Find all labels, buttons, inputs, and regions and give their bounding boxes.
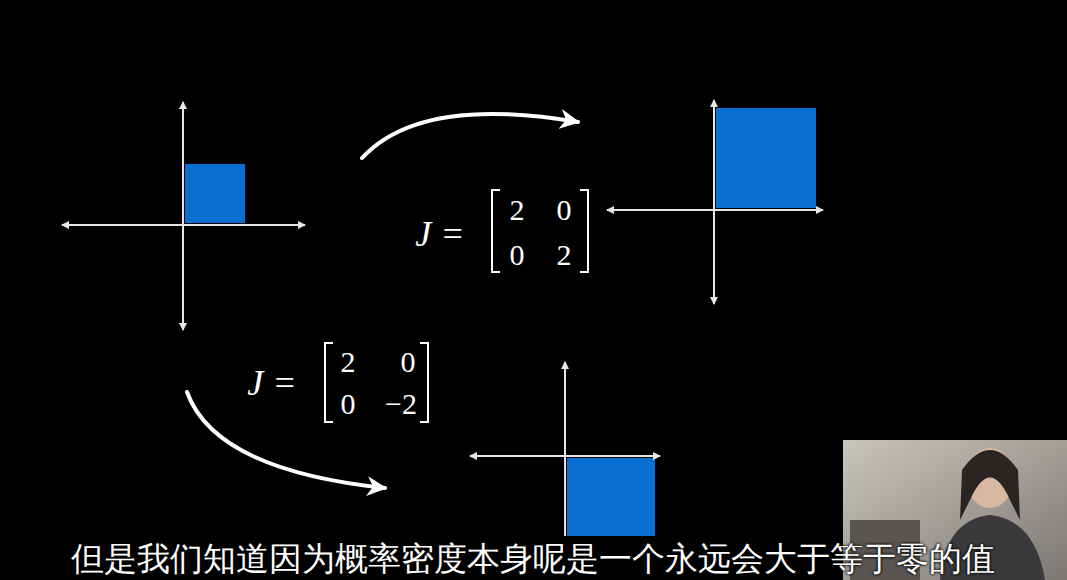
matrix-entry: −2	[385, 389, 417, 419]
axes-flipped	[470, 362, 660, 536]
subtitle: 但是我们知道因为概率密度本身呢是一个永远会大于等于零的值	[71, 540, 995, 578]
matrix-entry: 0	[510, 240, 525, 270]
matrix-entry: 0	[401, 347, 416, 377]
scaled-square	[716, 108, 816, 208]
matrix-entry: 2	[557, 240, 572, 270]
jacobian-symbol: J =	[247, 365, 296, 401]
matrix-entry: 0	[341, 389, 356, 419]
flipped-square	[567, 458, 655, 536]
matrix-entry: 2	[341, 347, 356, 377]
jacobian-symbol: J =	[415, 216, 464, 252]
axes-scaled	[607, 100, 823, 304]
curved-arrow	[362, 114, 578, 158]
matrix-entry: 0	[557, 195, 572, 225]
matrix-brackets	[325, 190, 588, 422]
matrix-entry: 2	[510, 195, 525, 225]
axes-original	[62, 102, 305, 330]
unit-square	[185, 164, 245, 223]
